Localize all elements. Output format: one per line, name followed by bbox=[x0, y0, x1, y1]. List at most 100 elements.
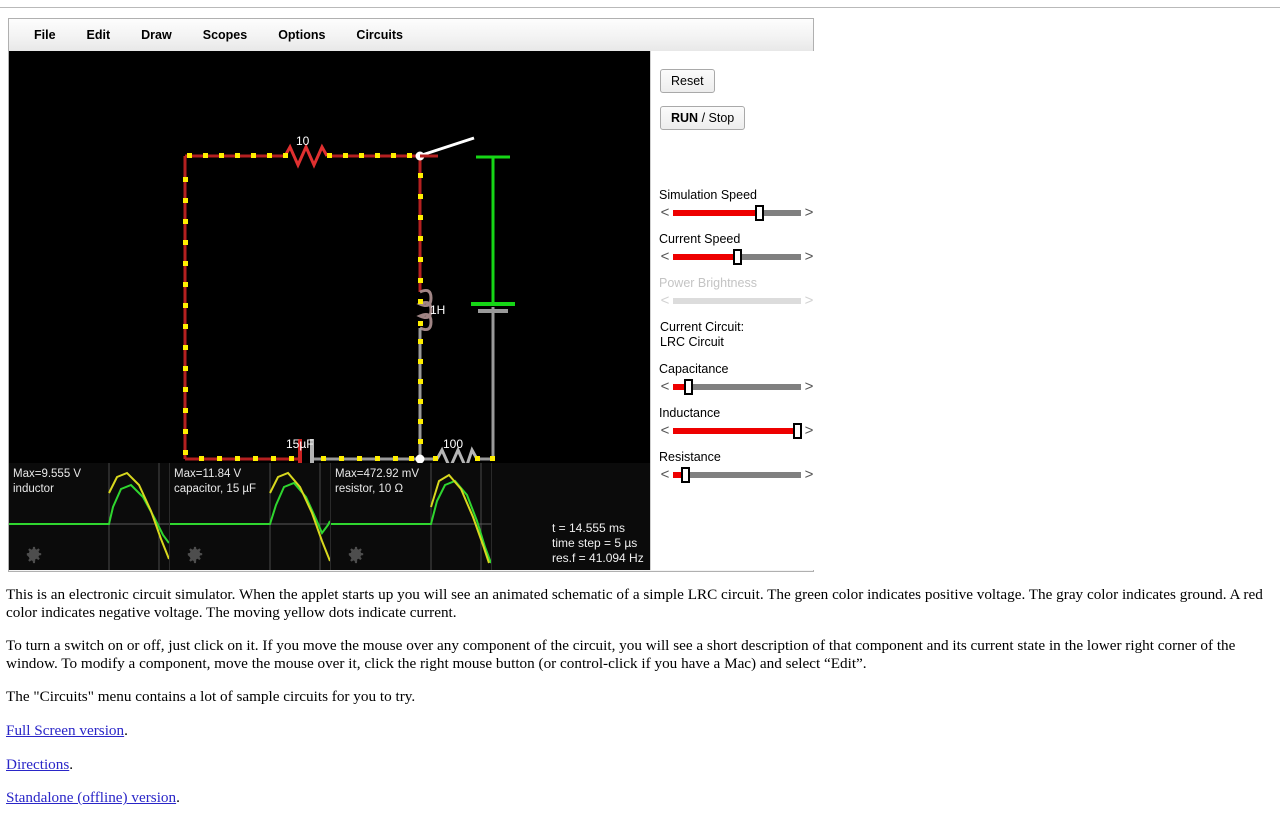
top-divider bbox=[0, 7, 1280, 8]
scope-inductor-text: Max=9.555 V inductor bbox=[13, 467, 81, 497]
slider-capacitance-knob[interactable] bbox=[684, 378, 694, 395]
reset-button[interactable]: Reset bbox=[660, 69, 715, 93]
circuit-simulator-applet: File Edit Draw Scopes Options Circuits bbox=[8, 18, 814, 572]
circuit-schematic-svg bbox=[183, 136, 515, 463]
link-row-standalone: Standalone (offline) version. bbox=[6, 789, 1274, 807]
slider-capacitance-track[interactable] bbox=[673, 378, 801, 395]
slider-capacitance-label: Capacitance bbox=[659, 362, 729, 376]
slider-fill bbox=[673, 209, 759, 216]
page-description: This is an electronic circuit simulator.… bbox=[6, 586, 1274, 823]
gear-icon[interactable] bbox=[25, 546, 43, 564]
scope-resistor-name: resistor, 10 Ω bbox=[335, 483, 404, 495]
slider-resistance-decrement[interactable]: < bbox=[660, 465, 670, 483]
scope-inductor[interactable]: Max=9.555 V inductor bbox=[9, 463, 170, 570]
slider-simulation-speed-track[interactable] bbox=[673, 204, 801, 221]
stop-label: / Stop bbox=[698, 111, 735, 125]
slider-resistance-track[interactable] bbox=[673, 466, 801, 483]
slider-current-speed-label: Current Speed bbox=[659, 232, 741, 246]
info-time-step: time step = 5 µs bbox=[552, 536, 638, 550]
capacitor-15uf-label: 15µF bbox=[286, 437, 314, 451]
link-full-screen-version[interactable]: Full Screen version bbox=[6, 721, 125, 739]
slider-inductance-knob[interactable] bbox=[793, 422, 803, 439]
link-standalone-version[interactable]: Standalone (offline) version bbox=[6, 789, 177, 807]
slider-simulation-speed-increment[interactable]: > bbox=[804, 203, 814, 221]
slider-power-brightness-decrement: < bbox=[660, 291, 670, 309]
slider-capacitance-decrement[interactable]: < bbox=[660, 377, 670, 395]
scope-inductor-max: Max=9.555 V bbox=[13, 468, 82, 480]
period: . bbox=[176, 789, 180, 807]
period: . bbox=[124, 721, 128, 739]
resistor-100-label: 100 bbox=[443, 437, 464, 451]
slider-fill bbox=[673, 383, 689, 390]
gear-icon[interactable] bbox=[186, 546, 204, 564]
circuit-canvas[interactable]: 10 1H 15µF 100 bbox=[9, 51, 650, 570]
run-stop-button[interactable]: RUN / Stop bbox=[660, 106, 746, 130]
slider-current-speed-decrement[interactable]: < bbox=[660, 247, 670, 265]
link-row-directions: Directions. bbox=[6, 756, 1274, 774]
slider-power-brightness: Power Brightness < > bbox=[659, 276, 815, 309]
slider-inductance-decrement[interactable]: < bbox=[660, 421, 670, 439]
scopes-strip: Max=9.555 V inductor bbox=[9, 463, 650, 570]
slider-current-speed-knob[interactable] bbox=[733, 248, 742, 265]
menu-item-scopes[interactable]: Scopes bbox=[202, 28, 248, 42]
scope-inductor-name: inductor bbox=[13, 483, 54, 495]
slider-fill bbox=[673, 427, 798, 434]
current-dots bbox=[183, 153, 495, 461]
run-label: RUN bbox=[671, 111, 699, 125]
menu-item-edit[interactable]: Edit bbox=[86, 28, 111, 42]
menu-item-circuits[interactable]: Circuits bbox=[356, 28, 403, 42]
applet-body: 10 1H 15µF 100 bbox=[9, 51, 814, 570]
menu-item-draw[interactable]: Draw bbox=[141, 28, 172, 42]
info-res-freq: res.f = 41.094 Hz bbox=[552, 551, 644, 565]
slider-power-brightness-track bbox=[673, 297, 801, 304]
slider-power-brightness-label: Power Brightness bbox=[659, 276, 757, 290]
slider-inductance-label: Inductance bbox=[659, 406, 721, 420]
control-panel: Reset RUN / Stop Simulation Speed < > bbox=[650, 51, 814, 570]
slider-simulation-speed-decrement[interactable]: < bbox=[660, 203, 670, 221]
scope-resistor-plot bbox=[331, 463, 491, 570]
slider-inductance-track[interactable] bbox=[673, 422, 803, 439]
simulation-info: t = 14.555 ms time step = 5 µs res.f = 4… bbox=[492, 463, 650, 570]
slider-inductance: Inductance < > bbox=[659, 406, 815, 439]
slider-fill bbox=[673, 253, 737, 260]
slider-resistance-label: Resistance bbox=[659, 450, 721, 464]
slider-simulation-speed-label: Simulation Speed bbox=[659, 188, 757, 202]
current-circuit-title: Current Circuit: bbox=[660, 320, 745, 334]
slider-capacitance-increment[interactable]: > bbox=[804, 377, 814, 395]
slider-resistance: Resistance < > bbox=[659, 450, 815, 483]
slider-fill bbox=[673, 471, 685, 478]
inductor-1h-label: 1H bbox=[430, 303, 446, 317]
scope-resistor-max: Max=472.92 mV bbox=[335, 468, 420, 480]
resistor-10-label: 10 bbox=[296, 134, 310, 148]
paragraph-interaction: To turn a switch on or off, just click o… bbox=[6, 637, 1236, 672]
slider-power-brightness-increment: > bbox=[804, 291, 814, 309]
scope-resistor-text: Max=472.92 mV resistor, 10 Ω bbox=[335, 467, 419, 497]
slider-simulation-speed: Simulation Speed < > bbox=[659, 188, 815, 221]
scope-capacitor-plot bbox=[170, 463, 330, 570]
slider-inductance-increment[interactable]: > bbox=[804, 421, 814, 439]
gear-icon[interactable] bbox=[347, 546, 365, 564]
slider-resistance-increment[interactable]: > bbox=[804, 465, 814, 483]
circuit-schematic[interactable]: 10 1H 15µF 100 bbox=[9, 51, 650, 463]
link-directions[interactable]: Directions bbox=[6, 755, 70, 773]
slider-current-speed: Current Speed < > bbox=[659, 232, 815, 265]
slider-current-speed-track[interactable] bbox=[673, 248, 801, 265]
page-root: File Edit Draw Scopes Options Circuits bbox=[0, 7, 1280, 806]
slider-resistance-knob[interactable] bbox=[680, 466, 690, 483]
scope-capacitor-name: capacitor, 15 µF bbox=[174, 483, 257, 495]
menu-item-file[interactable]: File bbox=[34, 28, 56, 42]
scope-resistor[interactable]: Max=472.92 mV resistor, 10 Ω bbox=[331, 463, 492, 570]
link-row-fullscreen: Full Screen version. bbox=[6, 722, 1274, 740]
scope-capacitor[interactable]: Max=11.84 V capacitor, 15 µF bbox=[170, 463, 331, 570]
slider-simulation-speed-knob[interactable] bbox=[754, 204, 764, 221]
slider-capacitance: Capacitance < > bbox=[659, 362, 815, 395]
menu-bar: File Edit Draw Scopes Options Circuits bbox=[9, 19, 813, 52]
current-circuit-name: LRC Circuit bbox=[660, 335, 724, 349]
scope-inductor-plot bbox=[9, 463, 169, 570]
paragraph-intro: This is an electronic circuit simulator.… bbox=[6, 586, 1263, 621]
period: . bbox=[69, 755, 74, 773]
scope-capacitor-text: Max=11.84 V capacitor, 15 µF bbox=[174, 467, 256, 497]
scope-capacitor-max: Max=11.84 V bbox=[174, 468, 242, 480]
slider-current-speed-increment[interactable]: > bbox=[804, 247, 814, 265]
menu-item-options[interactable]: Options bbox=[278, 28, 326, 42]
